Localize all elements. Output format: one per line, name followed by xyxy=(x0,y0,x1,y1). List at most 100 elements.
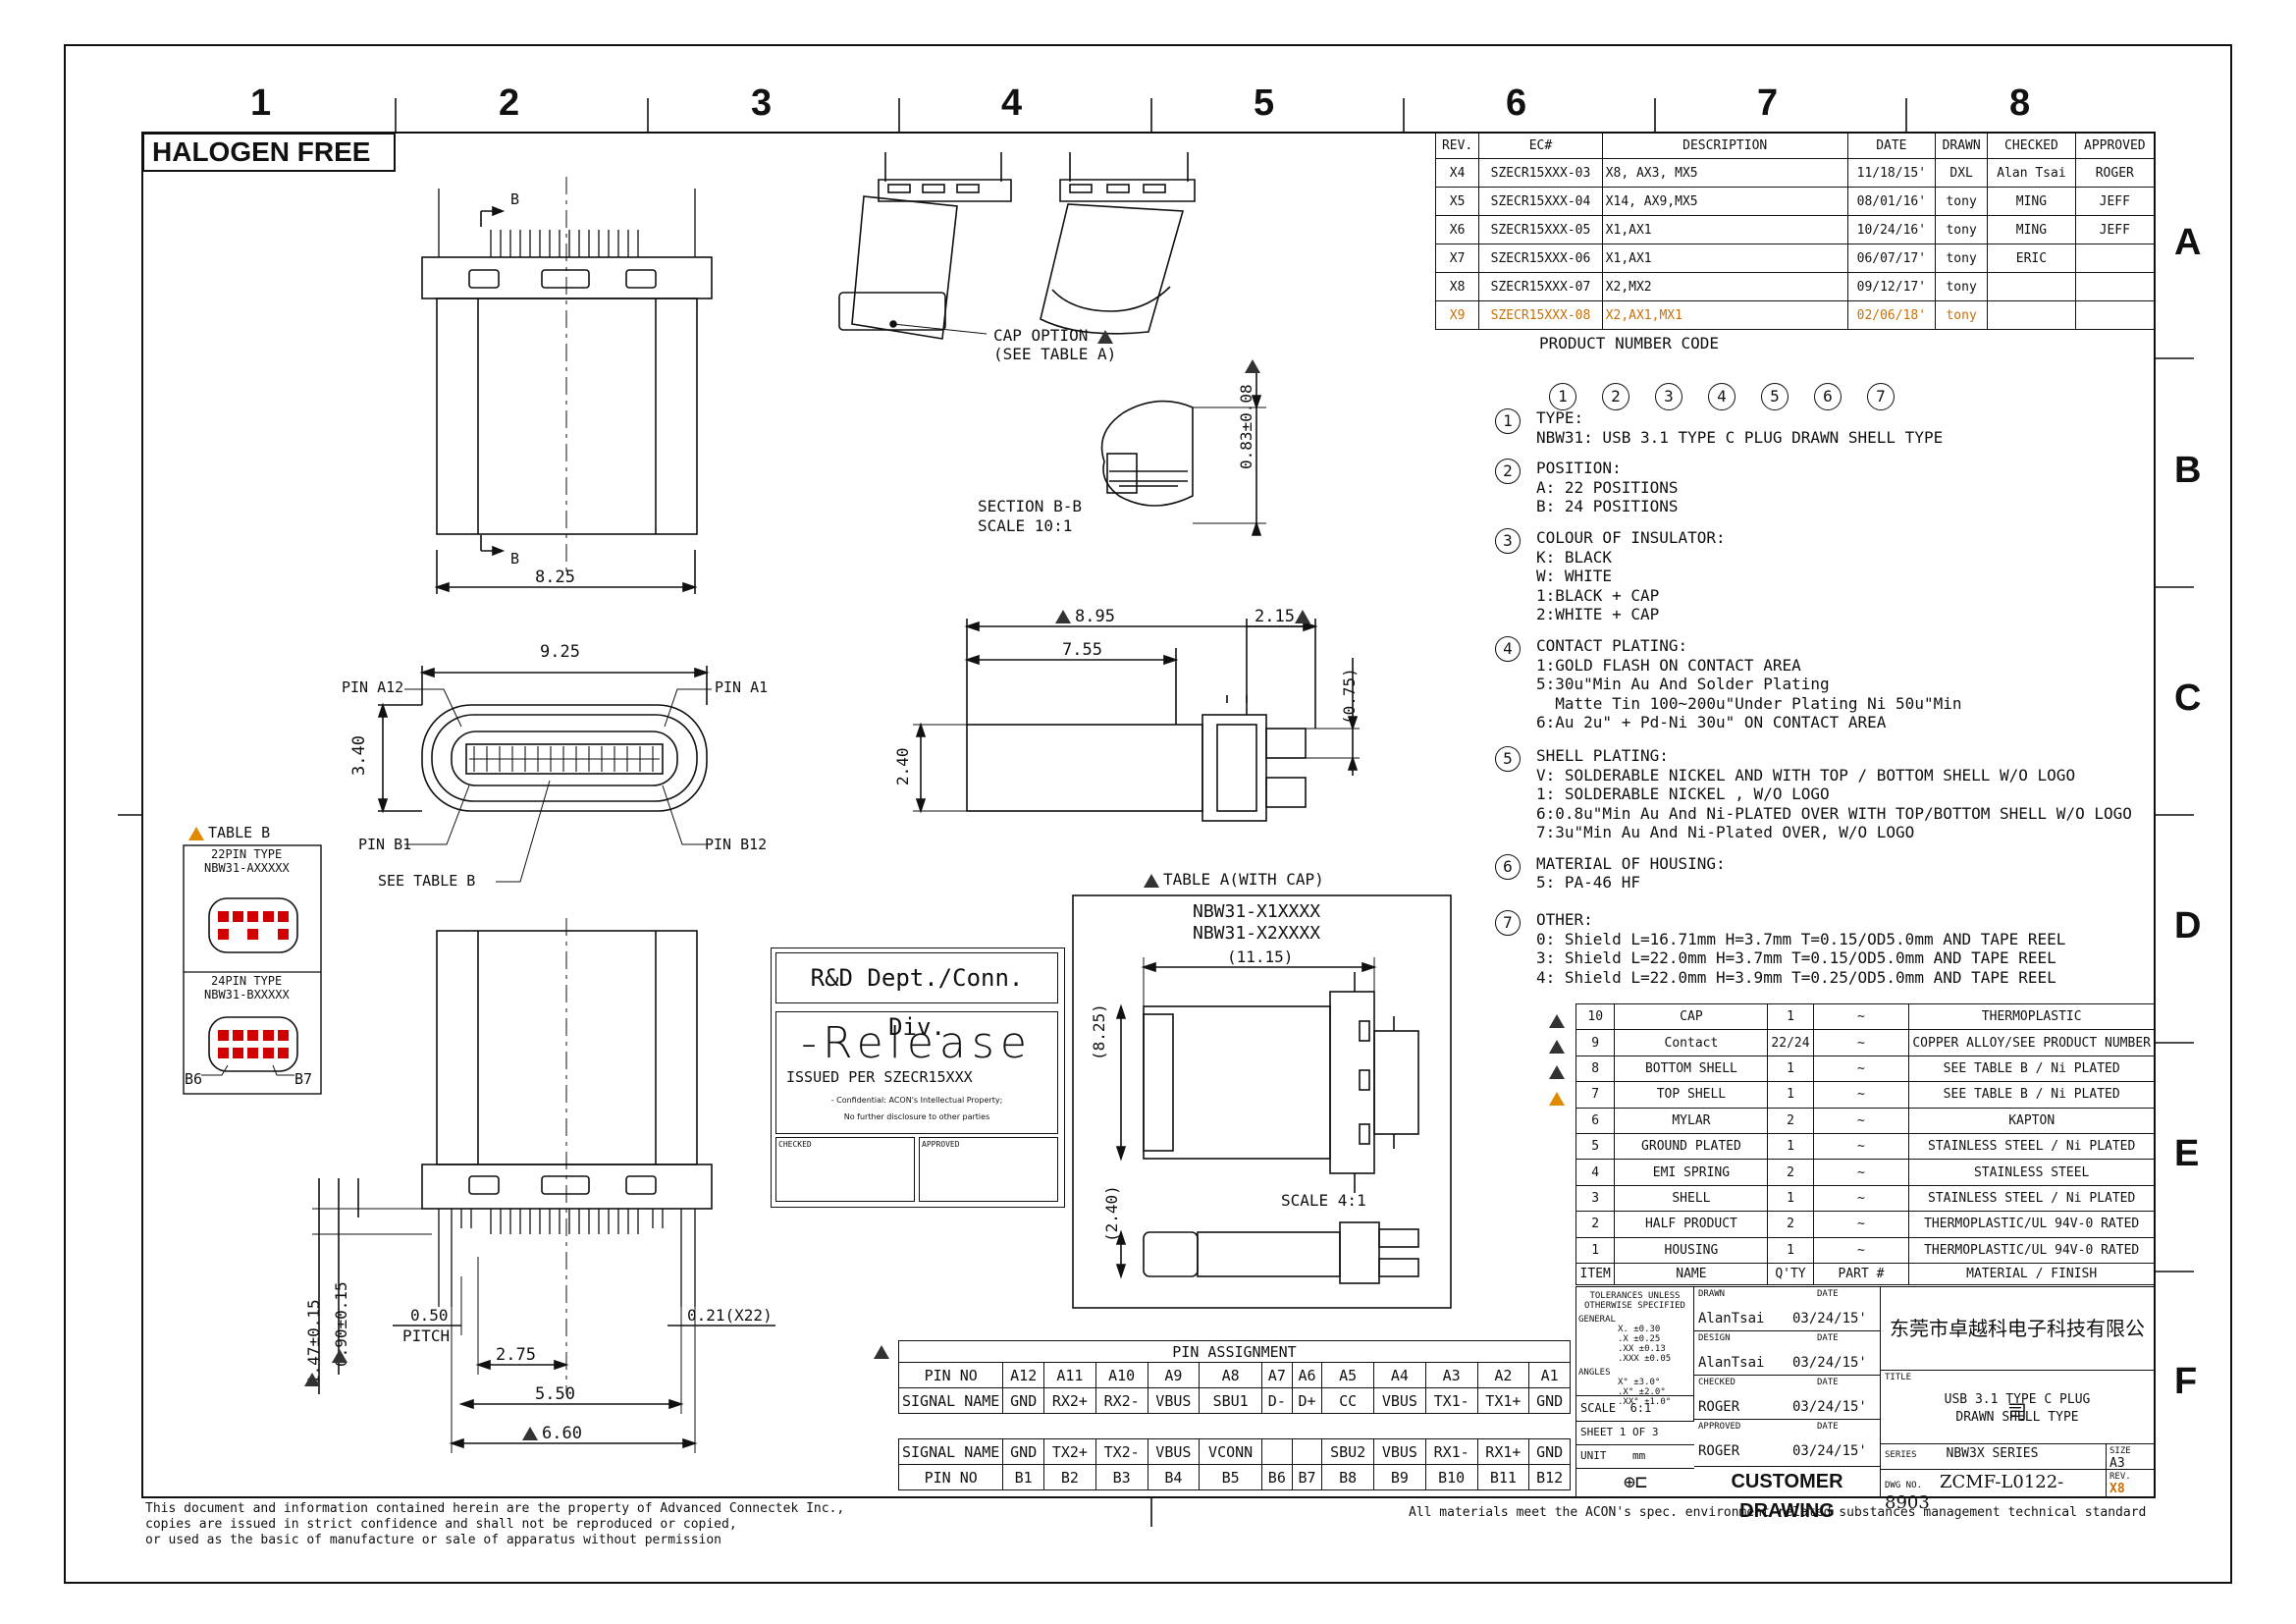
bom-cell: HOUSING xyxy=(1614,1236,1769,1264)
revision-cell: SZECR15XXX-08 xyxy=(1478,300,1603,330)
bom-cell: COPPER ALLOY/SEE PRODUCT NUMBER xyxy=(1908,1029,2155,1056)
bom-cell: 5 xyxy=(1575,1132,1616,1161)
confidential-line-1: - Confidential: ACON's Intellectual Prop… xyxy=(830,1096,1003,1105)
revision-cell: DXL xyxy=(1935,158,1989,188)
pin-cell: TX1- xyxy=(1424,1387,1478,1414)
iso-view-without-cap xyxy=(892,152,1196,335)
pin-cell xyxy=(1291,1438,1323,1465)
bom-cell: ~ xyxy=(1812,1211,1910,1238)
confidential-line-2: No further disclosure to other parties xyxy=(843,1112,990,1121)
revision-cell xyxy=(1987,272,2076,301)
table-a-dim-w: (11.15) xyxy=(1227,947,1294,966)
revision-cell: SZECR15XXX-06 xyxy=(1478,244,1603,273)
revision-cell: X14, AX9,MX5 xyxy=(1601,187,1848,216)
warning-icon xyxy=(1549,1039,1565,1054)
title-block: TOLERANCES UNLESS OTHERWISE SPECIFIED GE… xyxy=(1575,1286,2155,1522)
bom-cell: 1 xyxy=(1767,1002,1814,1031)
dept-label: R&D Dept./Conn. Div. xyxy=(775,952,1058,1041)
revision-cell: X2,MX2 xyxy=(1601,272,1848,301)
stamp-checked-cell: CHECKED xyxy=(775,1137,915,1202)
warning-icon xyxy=(1549,1065,1565,1080)
bom-cell: ~ xyxy=(1812,1081,1910,1109)
size-cell: SIZE A3 xyxy=(2107,1444,2154,1471)
note-line: 4: Shield L=22.0mm H=3.9mm T=0.25/OD5.0m… xyxy=(1536,967,2056,987)
revision-cell: JEFF xyxy=(2074,187,2156,216)
pin-cell: B12 xyxy=(1528,1464,1571,1490)
revision-cell: 02/06/18' xyxy=(1846,300,1937,330)
table-a-dim-h2: (2.40) xyxy=(1102,1185,1121,1242)
revision-cell xyxy=(2074,272,2156,301)
ang-line-1: .X° ±2.0° xyxy=(1618,1387,1666,1397)
dim-0-50: 0.50 xyxy=(410,1306,449,1325)
bom-cell: ~ xyxy=(1812,1184,1910,1213)
bom-cell: ~ xyxy=(1812,1159,1910,1186)
bom-warning-icons xyxy=(1549,1007,1569,1111)
revision-cell: X8 xyxy=(1434,272,1480,301)
revision-cell: 06/07/17' xyxy=(1846,244,1937,273)
checked-date: 03/24/15' xyxy=(1792,1399,1867,1415)
bom-cell: 8 xyxy=(1575,1055,1616,1083)
revision-cell: Alan Tsai xyxy=(1987,158,2076,188)
release-label: -Release xyxy=(801,1018,1033,1068)
section-mark-bottom: B xyxy=(510,550,520,568)
tolerance-box: TOLERANCES UNLESS OTHERWISE SPECIFIED GE… xyxy=(1576,1287,1694,1464)
revision-cell: SZECR15XXX-07 xyxy=(1478,272,1603,301)
zone-col-4: 4 xyxy=(1001,82,1023,124)
unit-label: UNIT xyxy=(1580,1449,1607,1462)
bom-cell: BOTTOM SHELL xyxy=(1614,1055,1769,1083)
dim-0-75: (0.75) xyxy=(1340,668,1359,725)
revision-cell: X4 xyxy=(1434,158,1480,188)
bom-cell: 1 xyxy=(1767,1055,1814,1083)
table-a-code-2: NBW31-X2XXXX xyxy=(1193,923,1321,944)
table-a-code-1: NBW31-X1XXXX xyxy=(1193,901,1321,922)
zone-row-a: A xyxy=(2174,222,2202,263)
table-b-24pin: 24PIN TYPE xyxy=(211,974,283,988)
zone-row-c: C xyxy=(2174,677,2202,719)
dim-0-83: 0.83±0.08 xyxy=(1237,384,1255,469)
footer-left-2: copies are issued in strict confidence a… xyxy=(145,1517,737,1532)
bom-cell: 1 xyxy=(1767,1081,1814,1109)
table-b-red-pins xyxy=(218,911,289,1058)
revision-table: REV. EC# DESCRIPTION DATE DRAWN CHECKED … xyxy=(1434,133,2156,330)
revision-cell: 09/12/17' xyxy=(1846,272,1937,301)
revision-cell: 10/24/16' xyxy=(1846,215,1937,244)
dim-6-60: 6.60 xyxy=(522,1426,582,1442)
pin-cell: B2 xyxy=(1043,1464,1096,1490)
pitch-label: PITCH xyxy=(402,1326,451,1345)
dim-8-95-text: 8.95 xyxy=(1075,607,1115,626)
note-number-circle: 4 xyxy=(1495,635,1521,662)
checked-name: ROGER xyxy=(1698,1399,1740,1415)
bom-cell: ~ xyxy=(1812,1002,1910,1031)
warning-icon xyxy=(1294,610,1310,623)
footer-left-1: This document and information contained … xyxy=(145,1501,845,1516)
pin-cell: A5 xyxy=(1321,1362,1375,1388)
dim-9-25: 9.25 xyxy=(540,642,580,662)
unit-cell: UNIT mm xyxy=(1576,1444,1694,1468)
note-line: CONTACT PLATING: xyxy=(1536,635,1688,655)
revision-cell: 11/18/15' xyxy=(1846,158,1937,188)
zone-col-7: 7 xyxy=(1757,82,1779,124)
outer-frame xyxy=(64,44,2232,1584)
zone-ticks xyxy=(118,98,2194,1527)
bom-cell: STAINLESS STEEL xyxy=(1908,1159,2155,1186)
connector-side-view xyxy=(913,619,1360,822)
revision-cell: 08/01/16' xyxy=(1846,187,1937,216)
note-line: SHELL PLATING: xyxy=(1536,745,1669,765)
dim-8-25: 8.25 xyxy=(535,568,575,587)
revision-cell xyxy=(2074,300,2156,330)
pin-cell: SBU1 xyxy=(1199,1387,1263,1414)
pin-assignment-warning xyxy=(874,1341,893,1360)
see-table-a-label: (SEE TABLE A) xyxy=(993,345,1117,363)
pin-row-label: SIGNAL NAME xyxy=(897,1387,1004,1414)
table-b-22pin-code: NBW31-AXXXXX xyxy=(204,861,290,875)
